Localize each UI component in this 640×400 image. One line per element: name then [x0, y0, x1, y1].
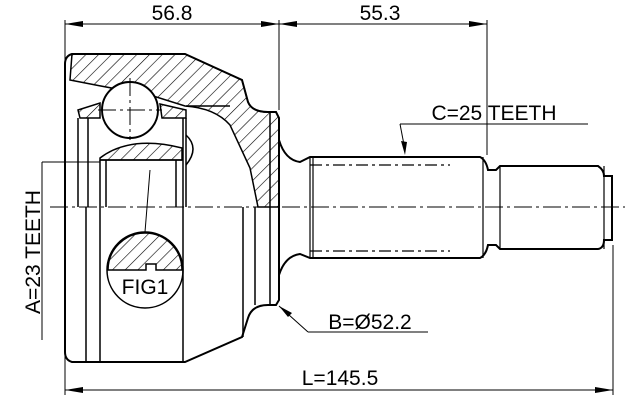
dim-joint-length: 56.8 [152, 2, 193, 25]
inner-race [99, 142, 183, 161]
callout-inner-spline: A=23 TEETH [22, 190, 45, 314]
fig1-detail [106, 169, 184, 309]
arrowheads [65, 21, 613, 393]
dim-overall-length: L=145.5 [302, 367, 379, 390]
centerlines [50, 78, 625, 208]
callout-fig1: FIG1 [122, 276, 169, 299]
inner-hub-lines [77, 105, 271, 362]
dim-shaft-length: 55.3 [360, 2, 401, 25]
dimension-lines [41, 20, 614, 395]
housing-section-hatch [69, 53, 280, 208]
callout-abs-diameter: B=Ø52.2 [328, 311, 411, 334]
shaft-outline [278, 139, 613, 276]
callout-outer-spline: C=25 TEETH [431, 102, 556, 125]
